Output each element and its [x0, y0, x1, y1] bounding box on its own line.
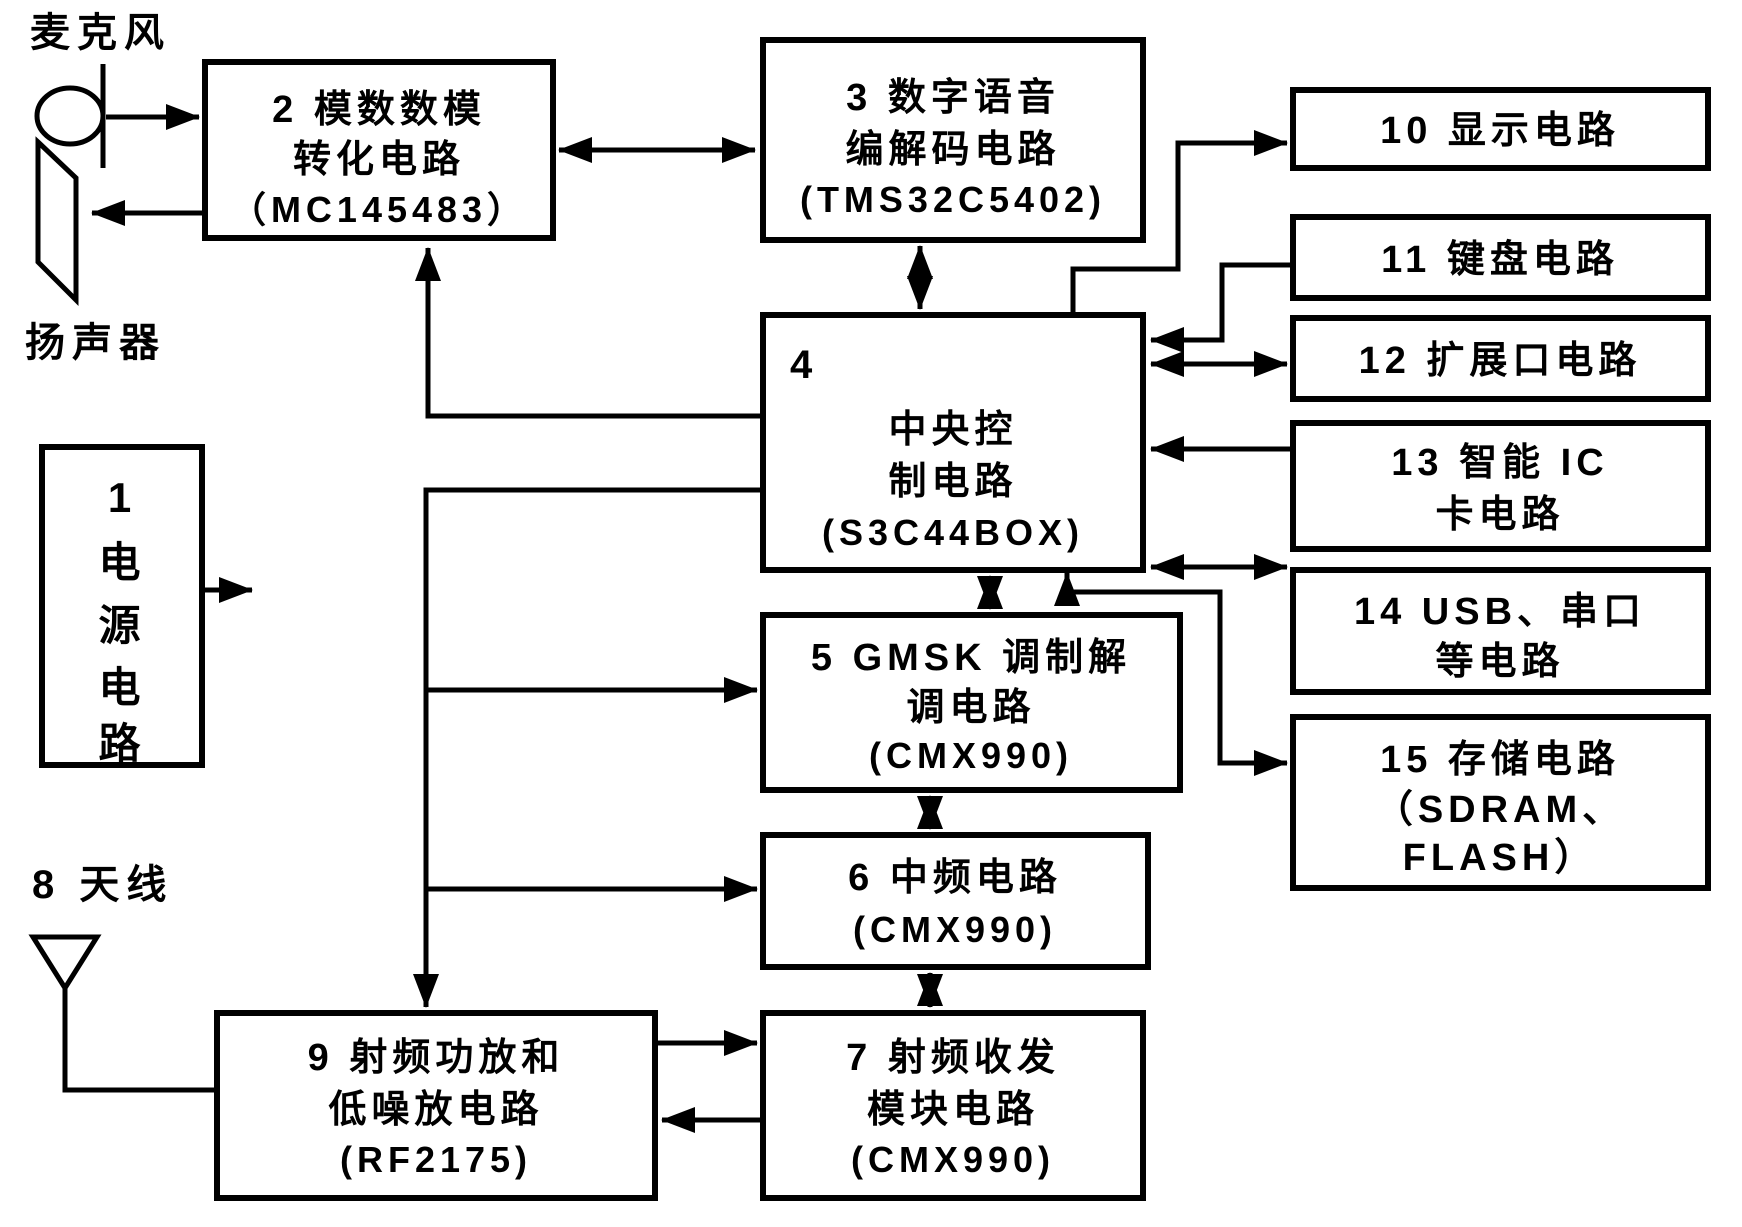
block-gmsk-modem-line2: 调电路	[906, 687, 1035, 729]
block-rf-transceiver-line1: 7 射频收发	[846, 1037, 1060, 1079]
block-voice-codec-line3: (TMS32C5402)	[800, 179, 1106, 220]
block-smart-ic-card-line2: 卡电路	[1435, 494, 1564, 536]
block-rf-pa-lna-line2: 低噪放电路	[328, 1089, 543, 1131]
block-central-control-number: 4	[790, 343, 817, 387]
antenna-icon	[28, 934, 214, 1093]
block-memory-line2: （SDRAM、	[1375, 789, 1625, 831]
block-central-control-line1: 中央控	[888, 409, 1017, 451]
block-if-circuit-line2: (CMX990)	[853, 909, 1057, 950]
block-rf-pa-lna-line3: (RF2175)	[340, 1139, 532, 1180]
block-power-line3: 源	[98, 602, 145, 649]
block-central-control: 4 中央控 制电路 (S3C44BOX)	[760, 312, 1146, 573]
wire-cpu-to-adc	[415, 247, 763, 419]
block-keyboard-circuit: 11 键盘电路	[1290, 214, 1711, 301]
block-rf-pa-lna-line1: 9 射频功放和	[308, 1037, 565, 1079]
speaker-icon	[35, 136, 79, 307]
block-adc-dac-outline	[202, 59, 556, 241]
speaker-label: 扬声器	[25, 321, 166, 365]
block-voice-codec-line1: 3 数字语音	[846, 77, 1060, 119]
block-power-line5: 路	[98, 720, 145, 767]
block-if-circuit-outline	[760, 832, 1151, 970]
wire-cpu-to-display	[1070, 130, 1288, 313]
block-rf-transceiver-outline	[760, 1010, 1146, 1201]
block-central-control-line2: 制电路	[888, 461, 1017, 503]
block-smart-ic-card-outline	[1290, 420, 1711, 552]
block-display-circuit: 10 显示电路	[1290, 87, 1711, 171]
block-memory-line1: 15 存储电路	[1380, 739, 1620, 781]
block-power-outline	[39, 444, 205, 768]
block-usb-serial-line2: 等电路	[1435, 641, 1564, 683]
block-expansion-port-outline	[1290, 315, 1711, 402]
block-central-control-line3: (S3C44BOX)	[822, 512, 1084, 553]
antenna-feed-line	[62, 988, 214, 1093]
microphone-head	[34, 85, 106, 147]
block-display-outline	[1290, 87, 1711, 171]
wire-keyboard-to-cpu	[1150, 262, 1293, 353]
block-power-line4: 电	[98, 664, 145, 711]
block-gmsk-modem-line3: (CMX990)	[869, 735, 1073, 776]
block-voice-codec: 3 数字语音 编解码电路 (TMS32C5402)	[760, 37, 1146, 243]
block-adc-dac-line2: 转化电路	[293, 139, 465, 181]
block-rf-transceiver-line2: 模块电路	[867, 1089, 1039, 1131]
wire-cpu-control-trunk	[413, 487, 763, 1008]
block-usb-serial-line1: 14 USB、串口	[1354, 591, 1646, 633]
block-adc-dac-line1: 2 模数数模	[272, 89, 486, 131]
block-rf-pa-lna-outline	[214, 1010, 658, 1201]
block-rf-pa-lna: 9 射频功放和 低噪放电路 (RF2175)	[214, 1010, 658, 1201]
block-smart-ic-card-circuit: 13 智能 IC 卡电路	[1290, 420, 1711, 552]
block-rf-transceiver-line3: (CMX990)	[851, 1139, 1055, 1180]
antenna-triangle	[28, 934, 102, 993]
block-central-control-outline	[760, 312, 1146, 573]
wire-cpu-memory-bidir	[1054, 572, 1288, 776]
block-voice-codec-outline	[760, 37, 1146, 243]
block-adc-dac-converter: 2 模数数模 转化电路 （MC145483）	[202, 59, 556, 241]
block-voice-codec-line2: 编解码电路	[845, 129, 1060, 171]
block-smart-ic-card-line1: 13 智能 IC	[1391, 442, 1608, 484]
block-expansion-port-circuit: 12 扩展口电路	[1290, 315, 1711, 402]
block-memory-circuit: 15 存储电路 （SDRAM、 FLASH）	[1290, 714, 1711, 891]
block-if-circuit-line1: 6 中频电路	[848, 857, 1062, 899]
block-usb-serial-circuit: 14 USB、串口 等电路	[1290, 567, 1711, 695]
block-gmsk-modem-line1: 5 GMSK 调制解	[811, 637, 1131, 679]
microphone-icon	[34, 64, 106, 168]
block-keyboard-line1: 11 键盘电路	[1381, 238, 1619, 281]
block-keyboard-outline	[1290, 214, 1711, 301]
block-if-circuit: 6 中频电路 (CMX990)	[760, 832, 1151, 970]
block-power-line1: 1	[108, 474, 136, 521]
antenna-label: 8 天线	[32, 863, 173, 907]
speaker-cone	[35, 136, 79, 307]
block-rf-transceiver: 7 射频收发 模块电路 (CMX990)	[760, 1010, 1146, 1201]
block-power-circuit: 1 电 源 电 路	[39, 444, 205, 768]
block-display-line1: 10 显示电路	[1380, 110, 1620, 152]
block-memory-line3: FLASH）	[1403, 837, 1598, 879]
block-gmsk-modem-outline	[760, 612, 1183, 793]
block-expansion-port-line1: 12 扩展口电路	[1359, 340, 1642, 382]
block-memory-outline	[1290, 714, 1711, 891]
block-adc-dac-line3: （MC145483）	[230, 189, 528, 230]
microphone-label: 麦克风	[30, 11, 171, 55]
block-gmsk-modem: 5 GMSK 调制解 调电路 (CMX990)	[760, 612, 1183, 793]
block-power-line2: 电	[98, 539, 145, 586]
block-usb-serial-outline	[1290, 567, 1711, 695]
